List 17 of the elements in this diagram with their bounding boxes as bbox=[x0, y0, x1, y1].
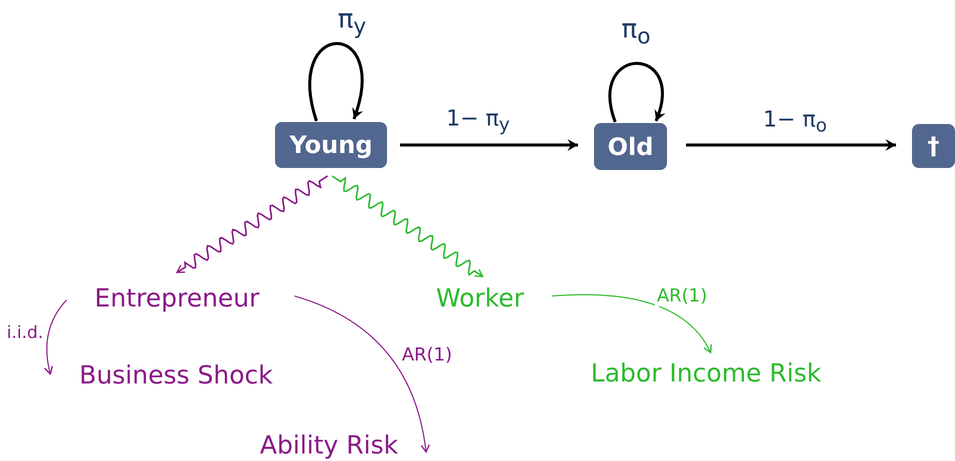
self-loop-arrow bbox=[608, 62, 665, 122]
node-label: Worker bbox=[436, 284, 524, 312]
arrow bbox=[294, 295, 430, 453]
arrow bbox=[552, 294, 712, 354]
wavy-arrow bbox=[176, 175, 328, 274]
node-label: Labor Income Risk bbox=[590, 358, 822, 388]
node-label: Business Shock bbox=[79, 360, 273, 390]
arrow bbox=[44, 300, 67, 375]
arrow bbox=[400, 139, 578, 151]
wavy-arrow bbox=[332, 175, 484, 278]
state-box: Old bbox=[594, 123, 667, 170]
state-box: † bbox=[912, 124, 955, 168]
self-loop-arrow bbox=[308, 42, 364, 122]
state-box: Young bbox=[275, 122, 387, 168]
node-label: Ability Risk bbox=[260, 430, 398, 460]
arrow bbox=[686, 139, 896, 151]
node-label: Entrepreneur bbox=[94, 284, 260, 312]
